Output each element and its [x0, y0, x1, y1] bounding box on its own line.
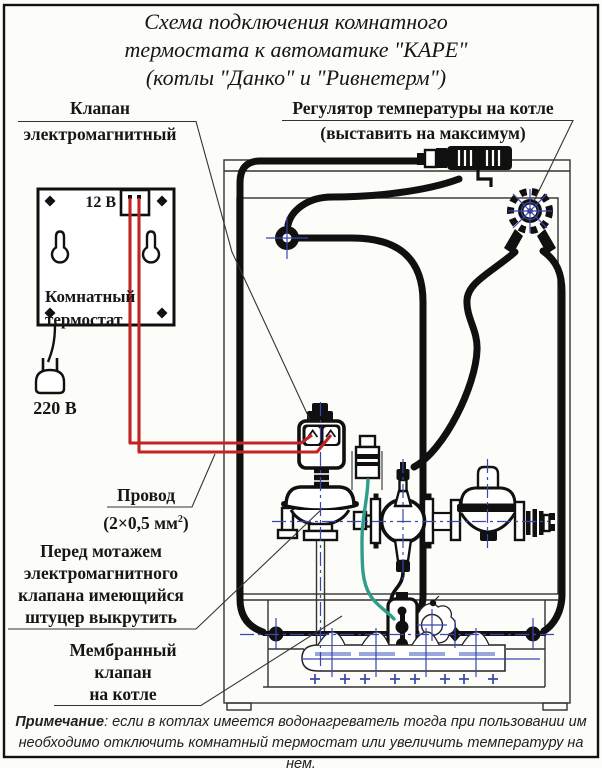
membrane-valve-label: Мембранный клапан на котле: [69, 640, 177, 704]
title-line-3: (котлы "Данко" и "Ривнетерм"): [145, 65, 447, 90]
gas-valve: [379, 462, 455, 623]
mains-voltage-label: 220 В: [33, 398, 77, 418]
power-plug: [34, 324, 66, 395]
pilot-capillary: [360, 478, 396, 621]
footnote-title: Примечание: [15, 714, 105, 730]
terminal-block-12v: [119, 188, 151, 217]
plug-icon: [34, 368, 66, 395]
pressure-regulator: [449, 465, 555, 542]
regulator-label: Регулятор температуры на котле: [292, 98, 554, 118]
screw-icon: [44, 195, 56, 207]
burner-slots: [315, 652, 495, 656]
terminal-window: [305, 427, 320, 444]
regulator-label: (выставить на максимум): [320, 123, 526, 143]
footnote: Примечание: если в котлах имеется водона…: [15, 712, 587, 768]
fitting-note-label: Перед мотажем электромагнитного клапана …: [18, 541, 184, 627]
room-thermostat: [36, 187, 176, 327]
solenoid-valve-label: Клапан: [70, 98, 130, 118]
centerlines: [240, 189, 555, 677]
temperature-sensor-handle: [417, 146, 512, 187]
thermocouple-sensor: [351, 434, 383, 490]
capillary-tubes: [236, 157, 566, 636]
title-line-1: Схема подключения комнатного: [144, 9, 448, 34]
page-title: Схема подключения комнатного термостата …: [22, 8, 570, 92]
boiler-foot-right: [542, 702, 568, 711]
title-line-2: термостата к автоматике "КАРЕ": [124, 37, 468, 62]
wire-spec-label: (2×0,5 мм2): [103, 512, 189, 533]
thermostat-name-label: Комнатный термостат: [45, 287, 136, 329]
keyhole-slot-icon: [50, 230, 161, 264]
wire-label: Провод: [116, 485, 176, 505]
screw-icon: [156, 307, 168, 319]
solenoid-valve-label: электромагнитный: [23, 124, 177, 144]
leader-lines: [8, 119, 574, 707]
footnote-line-2: необходимо отключить комнатный термостат…: [18, 735, 584, 768]
screw-icon: [156, 195, 168, 207]
flame-plus-icons: [310, 674, 498, 684]
boiler-foot-left: [226, 702, 252, 711]
voltage-12v-label: 12 В: [85, 194, 116, 211]
page-border: [2, 3, 600, 759]
thermostat-wires: [128, 198, 333, 454]
screw-icon: [44, 307, 56, 319]
